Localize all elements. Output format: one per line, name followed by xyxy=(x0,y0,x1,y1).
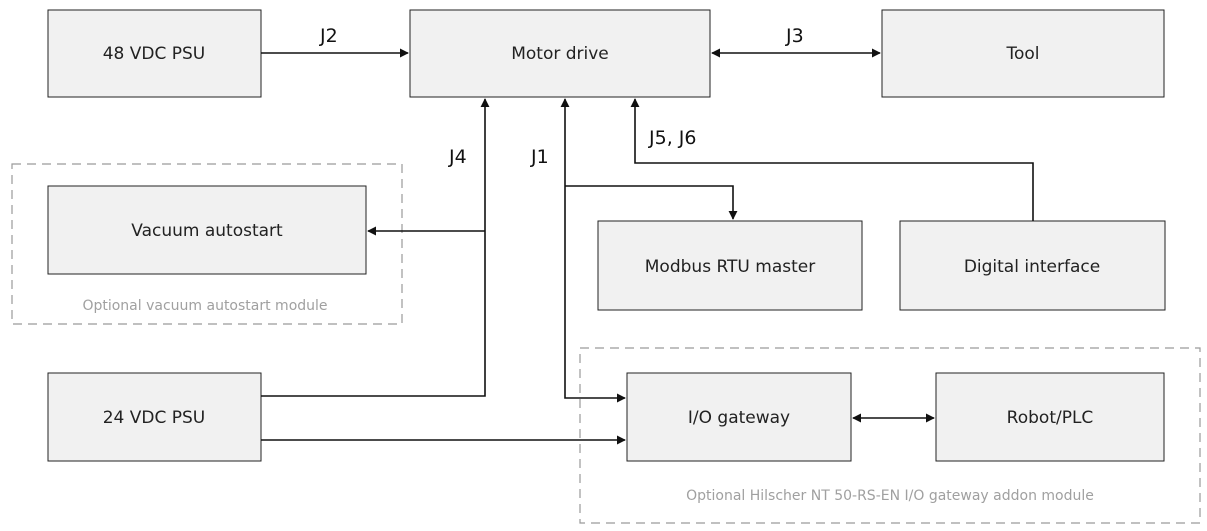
group-vacuum-module: Optional vacuum autostart module xyxy=(11,163,403,325)
block-tool: Tool xyxy=(881,9,1165,98)
block-io-gateway: I/O gateway xyxy=(626,372,852,462)
group-gateway-module: Optional Hilscher NT 50-RS-EN I/O gatewa… xyxy=(579,347,1201,524)
wire-j1-branch-to-modbus-master xyxy=(565,185,738,220)
block-robot-plc-label: Robot/PLC xyxy=(1007,408,1094,428)
wire-j1-motor-drive-to-io-gateway xyxy=(560,98,626,403)
block-io-gateway-label: I/O gateway xyxy=(688,408,790,428)
connector-label-j2: J2 xyxy=(319,25,338,47)
connector-label-j1: J1 xyxy=(530,146,549,168)
block-vacuum-autostart-label: Vacuum autostart xyxy=(131,221,283,241)
connector-label-j3: J3 xyxy=(785,25,804,47)
block-motor-drive-label: Motor drive xyxy=(511,44,609,64)
wire-j4-psu24-to-motor-drive xyxy=(261,98,490,397)
group-gateway-module-label: Optional Hilscher NT 50-RS-EN I/O gatewa… xyxy=(686,488,1094,504)
group-vacuum-module-label: Optional vacuum autostart module xyxy=(82,298,327,314)
block-vacuum-autostart: Vacuum autostart xyxy=(47,185,367,275)
block-digital-interface: Digital interface xyxy=(899,220,1166,311)
group-vacuum-module-outline xyxy=(11,163,403,325)
connector-label-j4: J4 xyxy=(448,146,467,168)
connector-label-j5-j6: J5, J6 xyxy=(648,127,696,149)
block-48vdc-psu: 48 VDC PSU xyxy=(47,9,262,98)
block-motor-drive: Motor drive xyxy=(409,9,711,98)
block-48vdc-psu-label: 48 VDC PSU xyxy=(103,44,206,64)
block-modbus-rtu-master: Modbus RTU master xyxy=(597,220,863,311)
block-robot-plc: Robot/PLC xyxy=(935,372,1165,462)
block-tool-label: Tool xyxy=(1005,44,1039,64)
block-modbus-rtu-master-label: Modbus RTU master xyxy=(645,257,815,277)
block-24vdc-psu-label: 24 VDC PSU xyxy=(103,408,206,428)
block-24vdc-psu: 24 VDC PSU xyxy=(47,372,262,462)
group-gateway-module-outline xyxy=(579,347,1201,524)
wire-j5-j6-digital-interface-to-motor-drive xyxy=(630,98,1034,221)
block-digital-interface-label: Digital interface xyxy=(964,257,1100,277)
